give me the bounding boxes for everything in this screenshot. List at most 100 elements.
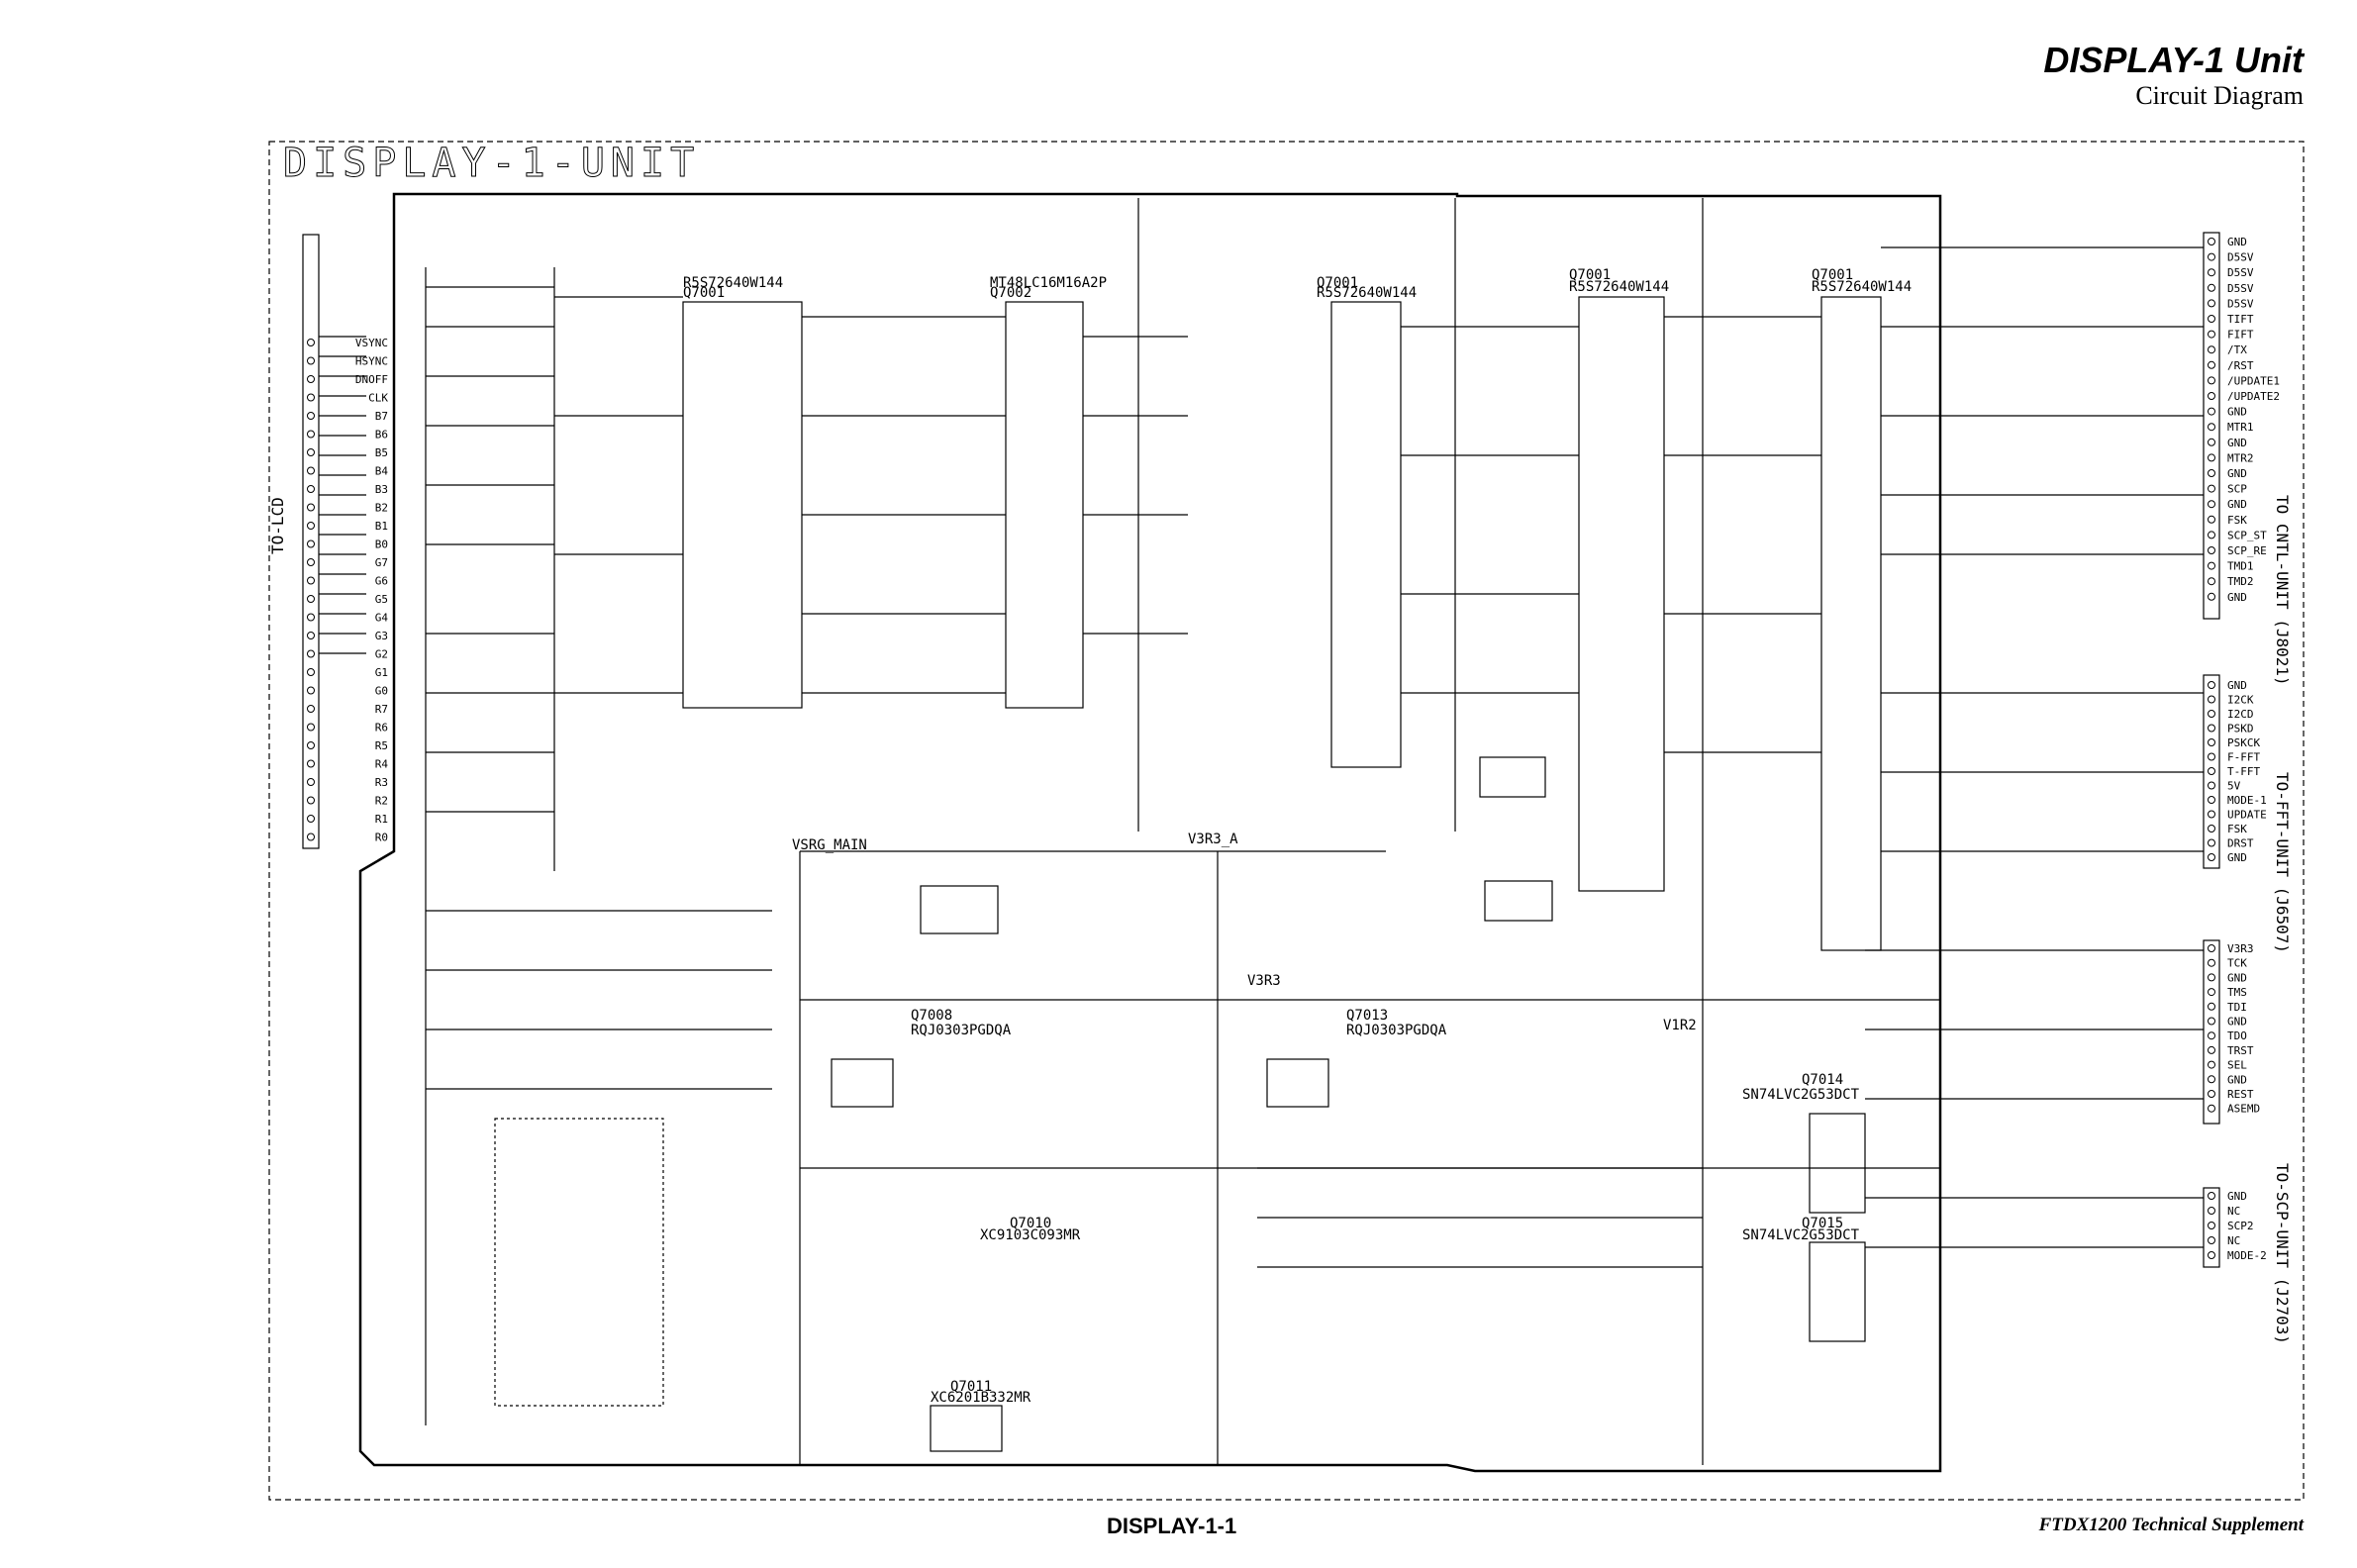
pin-marker xyxy=(2208,345,2215,354)
fft-connector-label: TO-FFT-UNIT (J6507) xyxy=(2273,772,2292,953)
pin-label: MODE-1 xyxy=(2227,794,2267,807)
reg-q7003 xyxy=(831,1058,894,1108)
pin-marker xyxy=(2208,546,2215,554)
pin-marker xyxy=(307,778,315,786)
chip-part-4: R5S72640W144 xyxy=(1569,279,1669,295)
chip-part-5: R5S72640W144 xyxy=(1812,279,1912,295)
pin-marker xyxy=(2208,315,2215,323)
chip-label-2: Q7002 xyxy=(990,285,1031,301)
pin-label: R7 xyxy=(375,703,388,716)
pin-marker xyxy=(2208,1017,2215,1026)
pin-label: G3 xyxy=(375,630,388,642)
pin-label: D5SV xyxy=(2227,282,2254,295)
lcd-connector-label: TO-LCD xyxy=(268,497,287,554)
pin-label: GND xyxy=(2227,1190,2247,1203)
pin-marker xyxy=(2208,958,2215,967)
pin-marker xyxy=(2208,1075,2215,1084)
lcd-pin-labels: VSYNCHSYNCDNOFFCLKB7B6B5B4B3B2B1B0G7G6G5… xyxy=(307,337,388,844)
pin-label: B1 xyxy=(375,520,388,533)
pin-marker xyxy=(307,759,315,768)
pin-marker xyxy=(307,632,315,639)
pin-marker xyxy=(307,741,315,749)
pin-marker xyxy=(307,522,315,530)
fft-pin-labels: GNDI2CKI2CDPSKDPSKCKF-FFTT-FFT5VMODE-1UP… xyxy=(2208,679,2267,864)
pin-marker xyxy=(2208,577,2215,586)
pin-label: G1 xyxy=(375,666,388,679)
pin-marker xyxy=(2208,500,2215,509)
pin-label: T-FFT xyxy=(2227,765,2260,778)
pin-label: /UPDATE1 xyxy=(2227,374,2280,387)
pin-label: SEL xyxy=(2227,1059,2247,1072)
pin-marker xyxy=(2208,360,2215,369)
net-label-v3r3a: V3R3_A xyxy=(1188,832,1238,847)
pin-label: GND xyxy=(2227,971,2247,984)
pin-label: R1 xyxy=(375,813,388,826)
pin-label: TDI xyxy=(2227,1001,2247,1014)
pin-marker xyxy=(2208,825,2215,833)
chip-label-4: Q7001 xyxy=(1569,267,1611,283)
pin-label: TMD2 xyxy=(2227,575,2254,588)
pin-marker xyxy=(2208,592,2215,601)
pin-marker xyxy=(2208,944,2215,952)
pin-label: 5V xyxy=(2227,780,2241,793)
pin-label: D5SV xyxy=(2227,266,2254,279)
pin-marker xyxy=(2208,767,2215,775)
pin-marker xyxy=(2208,1045,2215,1054)
scp-connector xyxy=(2203,1187,2220,1268)
pin-marker xyxy=(307,393,315,402)
pin-label: TDO xyxy=(2227,1029,2247,1042)
pin-label: R6 xyxy=(375,722,388,735)
pin-marker xyxy=(307,466,315,475)
pin-marker xyxy=(307,613,315,622)
reg-part-q7014: SN74LVC2G53DCT xyxy=(1742,1087,1860,1103)
pin-label: PSKCK xyxy=(2227,736,2260,749)
pin-marker xyxy=(307,723,315,732)
chip-part-3: R5S72640W144 xyxy=(1317,285,1417,301)
unit-label: DISPLAY-1-UNIT xyxy=(283,141,700,186)
pin-label: FSK xyxy=(2227,514,2247,527)
pin-label: GND xyxy=(2227,679,2247,692)
reg-label-q7015: Q7015 xyxy=(1802,1216,1843,1231)
pin-marker xyxy=(307,448,315,456)
pin-marker xyxy=(2208,1207,2215,1215)
pin-marker xyxy=(2208,299,2215,308)
pin-label: /RST xyxy=(2227,359,2254,372)
pin-marker xyxy=(2208,1060,2215,1069)
pin-label: HSYNC xyxy=(355,355,388,368)
pin-marker xyxy=(2208,973,2215,982)
pin-label: MTR2 xyxy=(2227,451,2254,464)
pin-label: FIFT xyxy=(2227,329,2254,342)
pin-label: B2 xyxy=(375,502,388,515)
pin-label: SCP xyxy=(2227,483,2247,496)
pin-marker xyxy=(2208,1236,2215,1244)
pin-marker xyxy=(307,576,315,585)
pin-marker xyxy=(2208,724,2215,733)
pin-label: GND xyxy=(2227,437,2247,449)
pin-label: GND xyxy=(2227,591,2247,604)
pin-marker xyxy=(2208,1031,2215,1040)
reg-part-q7010: XC9103C093MR xyxy=(980,1227,1081,1243)
right-pin-labels: V3R3TCKGNDTMSTDIGNDTDOTRSTSELGNDRESTASEM… xyxy=(2208,942,2260,1116)
pin-label: B7 xyxy=(375,410,388,423)
pin-marker xyxy=(2208,392,2215,400)
pin-marker xyxy=(2208,738,2215,746)
pin-marker xyxy=(2208,810,2215,819)
reg-part-q7008: RQJ0303PGDQA xyxy=(911,1023,1012,1038)
pin-marker xyxy=(2208,407,2215,416)
pin-marker xyxy=(307,668,315,676)
chip-label-3: Q7001 xyxy=(1317,275,1358,291)
pin-label: DRST xyxy=(2227,837,2254,850)
pin-label: GND xyxy=(2227,851,2247,864)
chip-label-5: Q7001 xyxy=(1812,267,1853,283)
pin-marker xyxy=(2208,531,2215,539)
pin-marker xyxy=(2208,484,2215,493)
xtal xyxy=(1479,756,1546,798)
pin-marker xyxy=(2208,453,2215,462)
pin-label: ASEMD xyxy=(2227,1103,2260,1116)
pin-marker xyxy=(307,430,315,439)
pin-label: TMS xyxy=(2227,986,2247,999)
pin-label: NC xyxy=(2227,1205,2240,1218)
pin-label: I2CD xyxy=(2227,708,2254,721)
